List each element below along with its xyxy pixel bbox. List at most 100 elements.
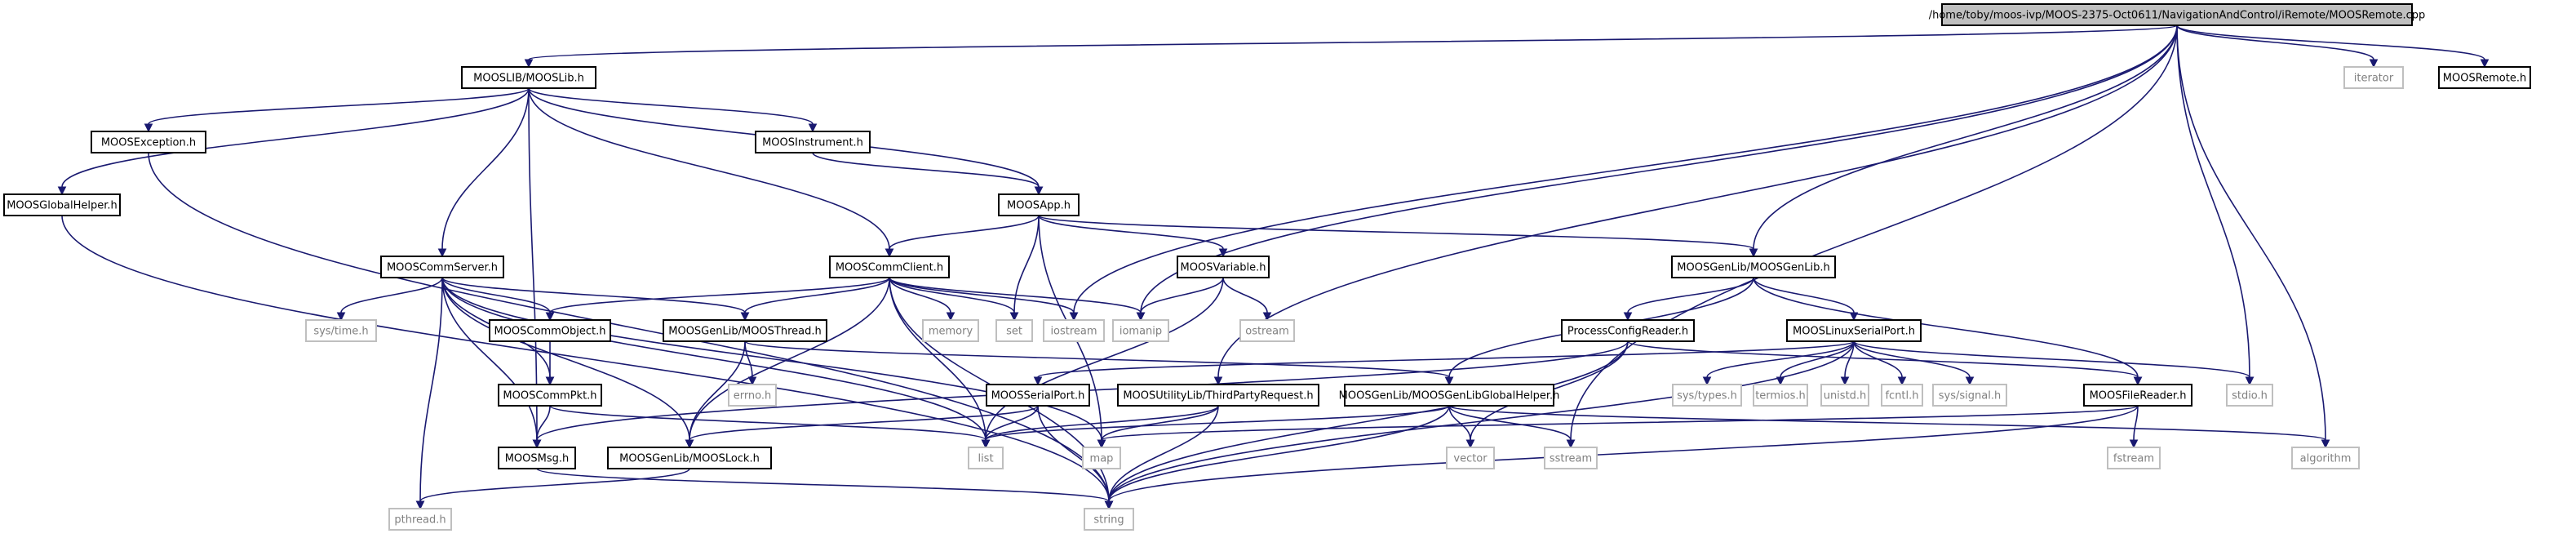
edge-line (689, 405, 1039, 441)
node-box (388, 508, 452, 531)
node-string: string (1084, 508, 1134, 531)
node-moosgenlib[interactable]: MOOSGenLib/MOOSGenLib.h (1671, 256, 1836, 278)
edge-line (2133, 405, 2139, 441)
edge-mooslinuxserialport-to-moosserialport (1033, 340, 1855, 386)
edge-line (1627, 277, 1754, 313)
node-label: string (1093, 514, 1124, 527)
graph-edges (57, 24, 2490, 510)
edge-line (1101, 405, 2139, 441)
edge-arrowhead (2245, 376, 2255, 386)
node-box (1344, 384, 1554, 407)
node-label: MOOSCommClient.h (836, 262, 943, 274)
edge-mooslinuxserialport-to-fcntl (1853, 340, 1907, 386)
edge-mooscommclient-to-moosthread (740, 277, 890, 322)
node-moosmsg[interactable]: MOOSMsg.h (498, 447, 576, 469)
edge-root-to-stdio (2176, 24, 2255, 386)
edge-line (1853, 340, 2250, 378)
edge-moosmsg-to-string (536, 468, 1114, 510)
edge-line (1037, 405, 1110, 502)
node-box (755, 131, 871, 153)
edge-mooscommserver-to-list (441, 277, 991, 449)
edge-line (1753, 277, 1855, 313)
node-label: MOOSLIB/MOOSLib.h (473, 73, 584, 85)
edge-moosgenlibglobalhelper-to-vector (1448, 405, 1475, 449)
edge-line (889, 277, 1075, 313)
edge-line (419, 468, 690, 502)
node-moosapp[interactable]: MOOSApp.h (998, 193, 1080, 216)
edge-line (1217, 24, 2178, 378)
edge-line (1853, 340, 1903, 378)
node-mooscommobject[interactable]: MOOSCommObject.h (489, 319, 611, 342)
node-box (2226, 384, 2273, 407)
node-box (305, 319, 377, 342)
edge-line (1780, 340, 1855, 378)
node-moosfilereader[interactable]: MOOSFileReader.h (2083, 384, 2192, 407)
node-moosremote-h[interactable]: MOOSRemote.h (2438, 66, 2531, 89)
node-label: MOOSInstrument.h (762, 137, 863, 149)
node-box (607, 447, 772, 469)
edge-line (744, 340, 753, 378)
edge-line (441, 277, 690, 441)
node-moosgenlibglobalhelper[interactable]: MOOSGenLib/MOOSGenLibGlobalHelper.h (1339, 384, 1560, 407)
node-termios: termios.h (1753, 384, 1808, 407)
node-box (829, 256, 950, 278)
node-label: termios.h (1755, 390, 1806, 402)
node-box (663, 319, 827, 342)
edge-line (1627, 340, 2139, 378)
edge-line (528, 87, 814, 125)
edge-arrowhead (1218, 248, 1228, 258)
edge-line (689, 340, 746, 441)
edge-line (2176, 24, 2485, 60)
node-box (91, 131, 206, 153)
node-mooslinuxserialport[interactable]: MOOSLinuxSerialPort.h (1786, 319, 1922, 342)
edge-line (1853, 340, 1971, 378)
edge-arrowhead (747, 376, 757, 386)
node-mooscommclient[interactable]: MOOSCommClient.h (829, 256, 950, 278)
node-box (2107, 447, 2161, 469)
node-box (1672, 384, 1742, 407)
node-box (3, 193, 121, 216)
node-moosglobalhelper[interactable]: MOOSGlobalHelper.h (3, 193, 121, 216)
edge-line (1108, 340, 1629, 502)
node-thirdpartyrequest[interactable]: MOOSUtilityLib/ThirdPartyRequest.h (1117, 384, 1319, 407)
edge-line (1140, 277, 1224, 313)
node-box (922, 319, 979, 342)
edge-line (441, 277, 1102, 441)
edge-arrowhead (1702, 376, 1712, 386)
edge-arrowhead (1749, 248, 1758, 258)
edge-line (889, 277, 1142, 313)
node-list: list (968, 447, 1004, 469)
node-moosinstrument[interactable]: MOOSInstrument.h (755, 131, 871, 153)
node-set: set (995, 319, 1033, 342)
edge-moosfilereader-to-map (1097, 405, 2139, 449)
node-memory: memory (922, 319, 979, 342)
node-processconfigreader[interactable]: ProcessConfigReader.h (1561, 319, 1695, 342)
node-mooslock[interactable]: MOOSGenLib/MOOSLock.h (607, 447, 772, 469)
node-box (1932, 384, 2007, 407)
node-moosexception[interactable]: MOOSException.h (91, 131, 206, 153)
node-mooslib[interactable]: MOOSLIB/MOOSLib.h (461, 66, 596, 89)
node-moosvariable[interactable]: MOOSVariable.h (1177, 256, 1270, 278)
edge-arrowhead (1897, 376, 1907, 386)
node-moosthread[interactable]: MOOSGenLib/MOOSThread.h (663, 319, 827, 342)
node-algorithm: algorithm (2291, 447, 2360, 469)
edge-arrowhead (1136, 312, 1146, 322)
node-map: map (1082, 447, 1121, 469)
node-label: stdio.h (2232, 390, 2268, 402)
node-label: ProcessConfigReader.h (1567, 326, 1688, 338)
edge-line (2176, 24, 2374, 60)
edge-line (1038, 215, 1224, 250)
node-label: fcntl.h (1885, 390, 1918, 402)
node-label: iomanip (1120, 326, 1162, 338)
edge-moosthread-to-moosgenlibglobalhelper (744, 340, 1454, 386)
edge-line (441, 277, 538, 441)
node-label: unistd.h (1824, 390, 1867, 402)
node-root[interactable]: /home/toby/moos-ivp/MOOS-2375-Oct0611/Na… (1929, 3, 2426, 26)
node-box (1177, 256, 1270, 278)
edge-moosapp-to-mooscommclient (885, 215, 1040, 258)
edge-moosglobalhelper-to-string (61, 215, 1114, 510)
node-mooscommserver[interactable]: MOOSCommServer.h (380, 256, 504, 278)
node-moosserialport[interactable]: MOOSSerialPort.h (986, 384, 1090, 407)
node-mooscommpkt[interactable]: MOOSCommPkt.h (498, 384, 602, 407)
edge-mooslib-to-moosglobalhelper (57, 87, 530, 196)
